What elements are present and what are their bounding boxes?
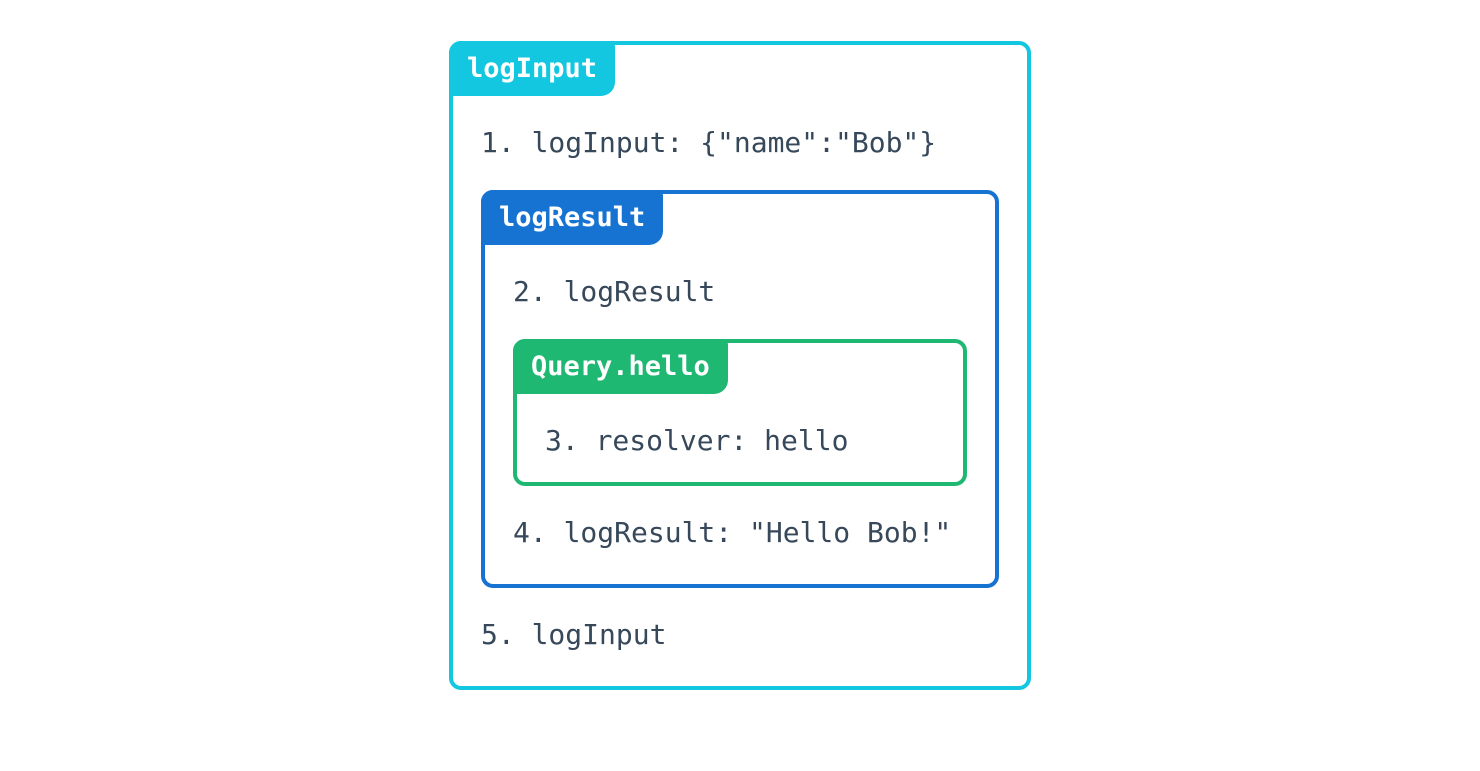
step-3-line: 3. resolver: hello [545,424,849,457]
loginput-label-badge: logInput [449,41,616,96]
step-2-line: 2. logResult [513,275,716,308]
step-1-line: 1. logInput: {"name":"Bob"} [481,126,937,159]
loginput-box: logInput 1. logInput: {"name":"Bob"} log… [449,41,1031,690]
step-5-line: 5. logInput [481,618,667,651]
logresult-label-badge: logResult [481,190,664,245]
query-hello-box: Query.hello 3. resolver: hello [513,339,967,486]
query-hello-label-badge: Query.hello [513,339,728,394]
diagram-canvas: logInput 1. logInput: {"name":"Bob"} log… [0,41,1480,771]
logresult-box: logResult 2. logResult Query.hello 3. re… [481,190,999,588]
step-4-line: 4. logResult: "Hello Bob!" [513,516,952,549]
